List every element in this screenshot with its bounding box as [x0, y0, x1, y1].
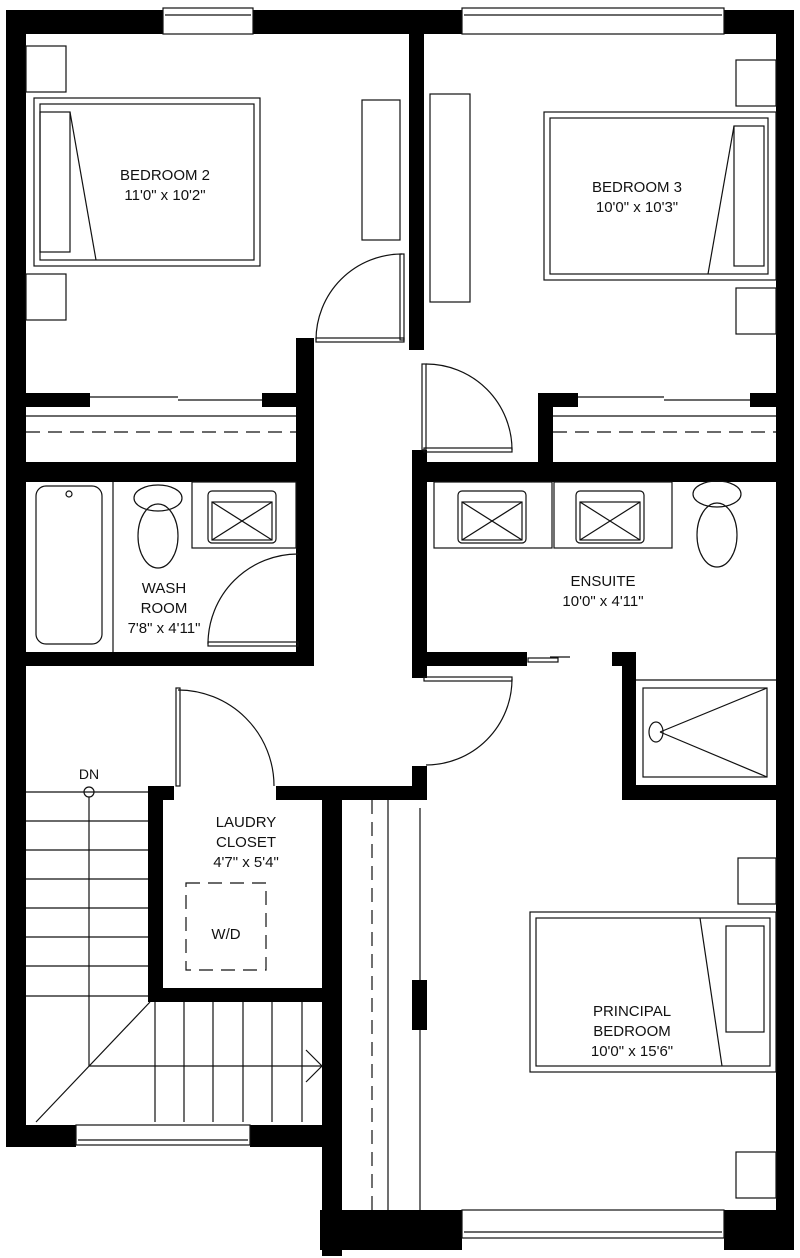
- room-dimensions: 10'0" x 10'3": [595, 199, 679, 216]
- room-name: ENSUITE: [570, 573, 636, 590]
- room-name: BEDROOM 3: [591, 179, 683, 196]
- stairs-down-label: DN: [78, 766, 100, 782]
- room-name-line-1: LAUDRY: [215, 814, 277, 831]
- room-dimensions: 7'8" x 4'11": [127, 620, 201, 637]
- fixtures: [25, 7, 777, 1239]
- room-name-line-2: BEDROOM: [593, 1023, 671, 1040]
- room-label-ensuite: ENSUITE 10'0" x 4'11": [562, 572, 643, 612]
- room-name-line-1: PRINCIPAL: [592, 1003, 672, 1020]
- room-name-line-2: ROOM: [140, 600, 188, 617]
- wd-text: W/D: [211, 926, 241, 943]
- walls: [6, 10, 794, 1256]
- room-name-line-2: CLOSET: [215, 834, 276, 851]
- room-label-laundry-closet: LAUDRY CLOSET 4'7" x 5'4": [213, 813, 279, 873]
- room-label-principal-bedroom: PRINCIPAL BEDROOM 10'0" x 15'6": [591, 1002, 673, 1062]
- room-dimensions: 11'0" x 10'2": [124, 187, 206, 204]
- room-label-wash-room: WASH ROOM 7'8" x 4'11": [128, 579, 201, 639]
- room-name-line-1: WASH: [141, 580, 187, 597]
- room-label-bedroom-3: BEDROOM 3 10'0" x 10'3": [592, 178, 682, 218]
- washer-dryer-label: W/D: [211, 925, 240, 945]
- room-name: BEDROOM 2: [119, 167, 211, 184]
- room-label-bedroom-2: BEDROOM 2 11'0" x 10'2": [120, 166, 210, 206]
- room-dimensions: 10'0" x 4'11": [562, 593, 644, 610]
- room-dimensions: 10'0" x 15'6": [590, 1043, 674, 1060]
- room-dimensions: 4'7" x 5'4": [213, 854, 279, 871]
